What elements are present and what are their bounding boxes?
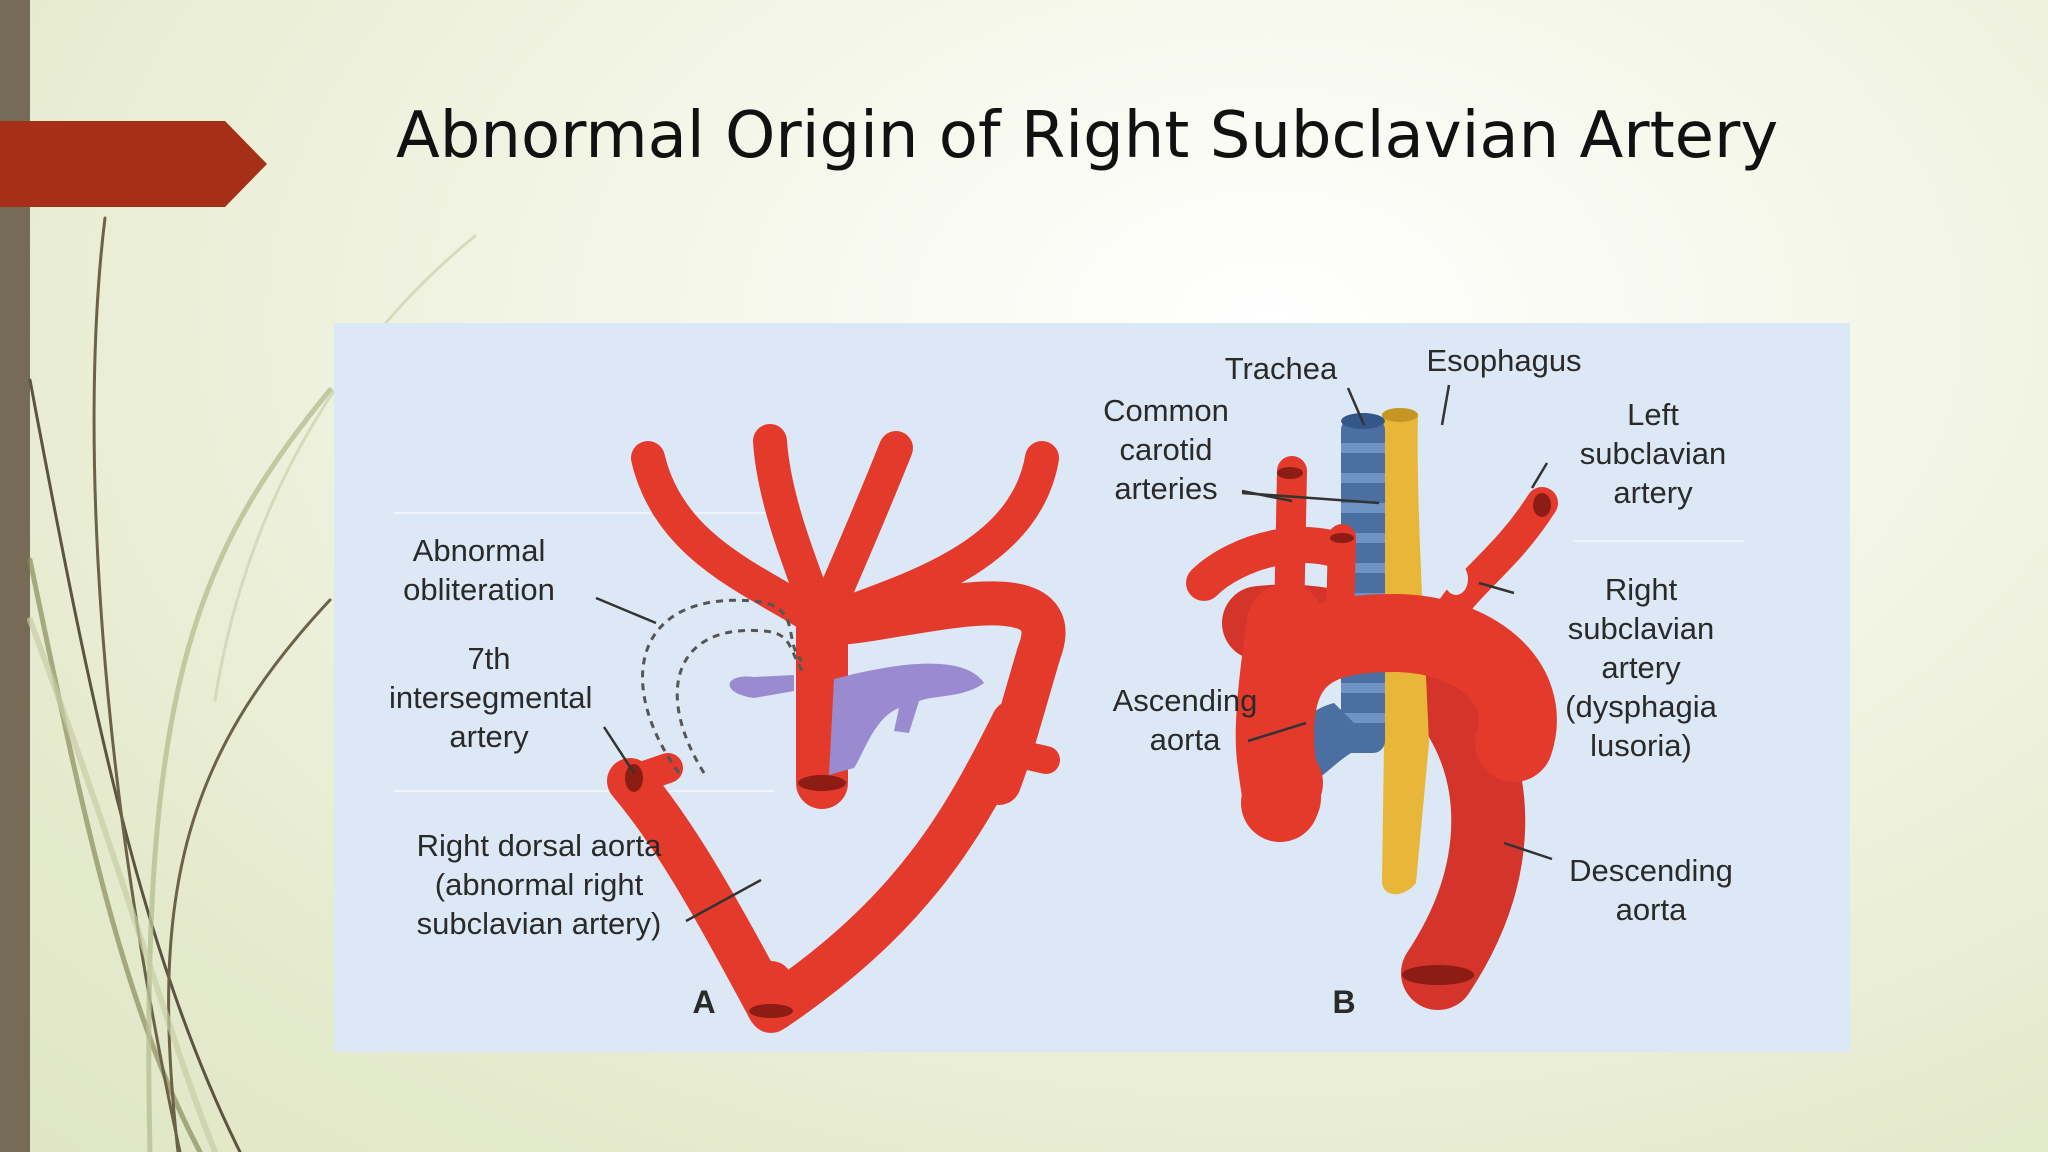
anatomy-illustration: [394, 384, 1744, 1033]
label-common-carotid-arteries: Common carotid arteries: [1103, 393, 1229, 506]
label-left-subclavian-artery: Left subclavian artery: [1579, 397, 1727, 510]
label-trachea: Trachea: [1224, 351, 1338, 386]
label-ascending-aorta: Ascending aorta: [1112, 683, 1258, 757]
title-arrow-marker: [0, 121, 267, 207]
label-7th-intersegmental-artery: 7th intersegmental artery: [389, 641, 593, 754]
diagram-a: [607, 424, 1066, 1033]
label-right-subclavian-artery: Right subclavian artery (dysphagia lusor…: [1565, 572, 1717, 763]
figure-panel: Abnormal obliteration 7th intersegmental…: [334, 323, 1850, 1052]
panel-letter-a: A: [692, 984, 716, 1020]
slide-title: Abnormal Origin of Right Subclavian Arte…: [396, 99, 1779, 173]
label-right-dorsal-aorta: Right dorsal aorta (abnormal right subcl…: [416, 828, 662, 941]
label-descending-aorta: Descending aorta: [1569, 853, 1733, 927]
panel-letter-b: B: [1332, 984, 1356, 1020]
label-abnormal-obliteration: Abnormal obliteration: [403, 533, 555, 607]
label-esophagus: Esophagus: [1426, 343, 1582, 378]
